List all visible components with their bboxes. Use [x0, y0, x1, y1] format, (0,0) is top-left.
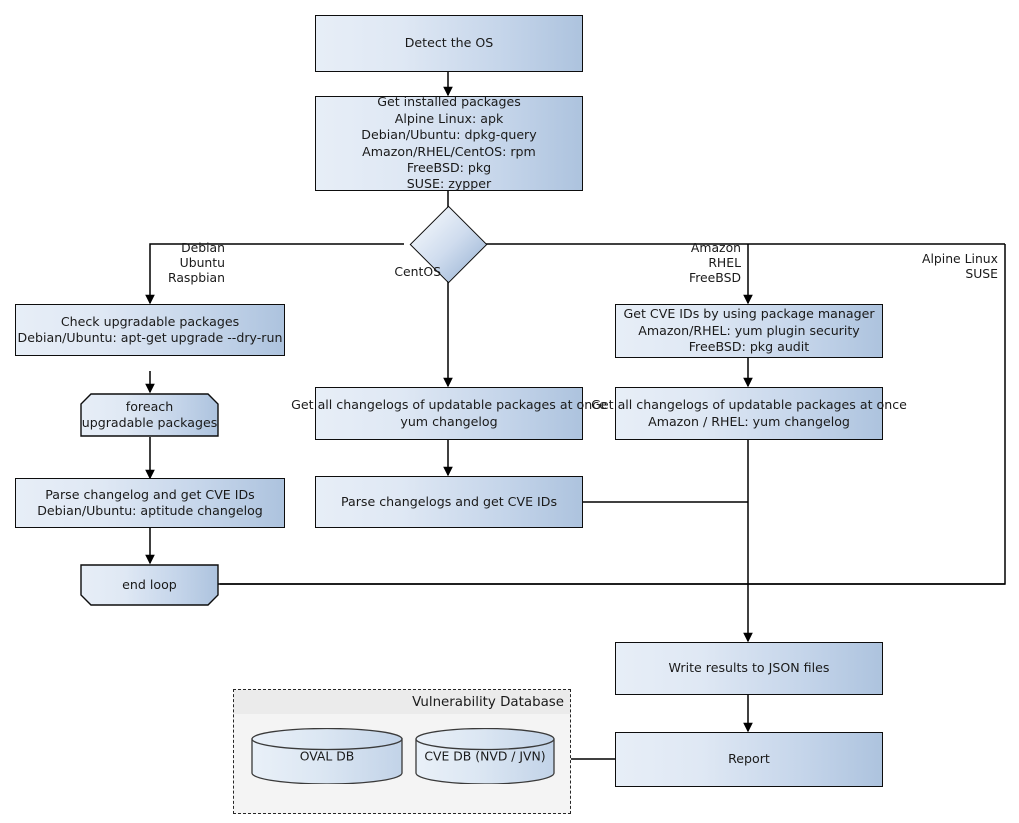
node-changelogs-centos-label: Get all changelogs of updatable packages…	[291, 397, 607, 429]
db-cylinder-oval-label: OVAL DB	[299, 748, 355, 764]
vulnerability-database-group: Vulnerability Database OVAL DB	[233, 689, 571, 814]
node-changelogs-rhel-label: Get all changelogs of updatable packages…	[591, 397, 907, 429]
db-cylinder-cve-label: CVE DB (NVD / JVN)	[424, 748, 546, 764]
node-parse-changelogs-centos[interactable]: Parse changelogs and get CVE IDs	[315, 476, 583, 528]
node-changelogs-centos[interactable]: Get all changelogs of updatable packages…	[291, 387, 607, 440]
db-cylinder-oval[interactable]: OVAL DB	[251, 727, 403, 785]
node-report[interactable]: Report	[615, 732, 883, 787]
node-detect-os[interactable]: Detect the OS	[315, 15, 583, 72]
node-parse-changelogs-centos-label: Parse changelogs and get CVE IDs	[340, 493, 558, 509]
node-report-label: Report	[728, 751, 770, 767]
db-cylinder-cve[interactable]: CVE DB (NVD / JVN)	[415, 727, 555, 785]
node-write-json[interactable]: Write results to JSON files	[615, 642, 883, 695]
node-end-loop[interactable]: end loop	[80, 564, 219, 606]
vulnerability-database-title: Vulnerability Database	[234, 690, 570, 715]
node-detect-os-label: Detect the OS	[404, 35, 494, 51]
node-changelogs-rhel[interactable]: Get all changelogs of updatable packages…	[591, 387, 907, 440]
node-write-json-label: Write results to JSON files	[668, 660, 830, 676]
edge-label-centos: CentOS	[394, 264, 441, 279]
node-end-loop-label: end loop	[122, 576, 177, 592]
